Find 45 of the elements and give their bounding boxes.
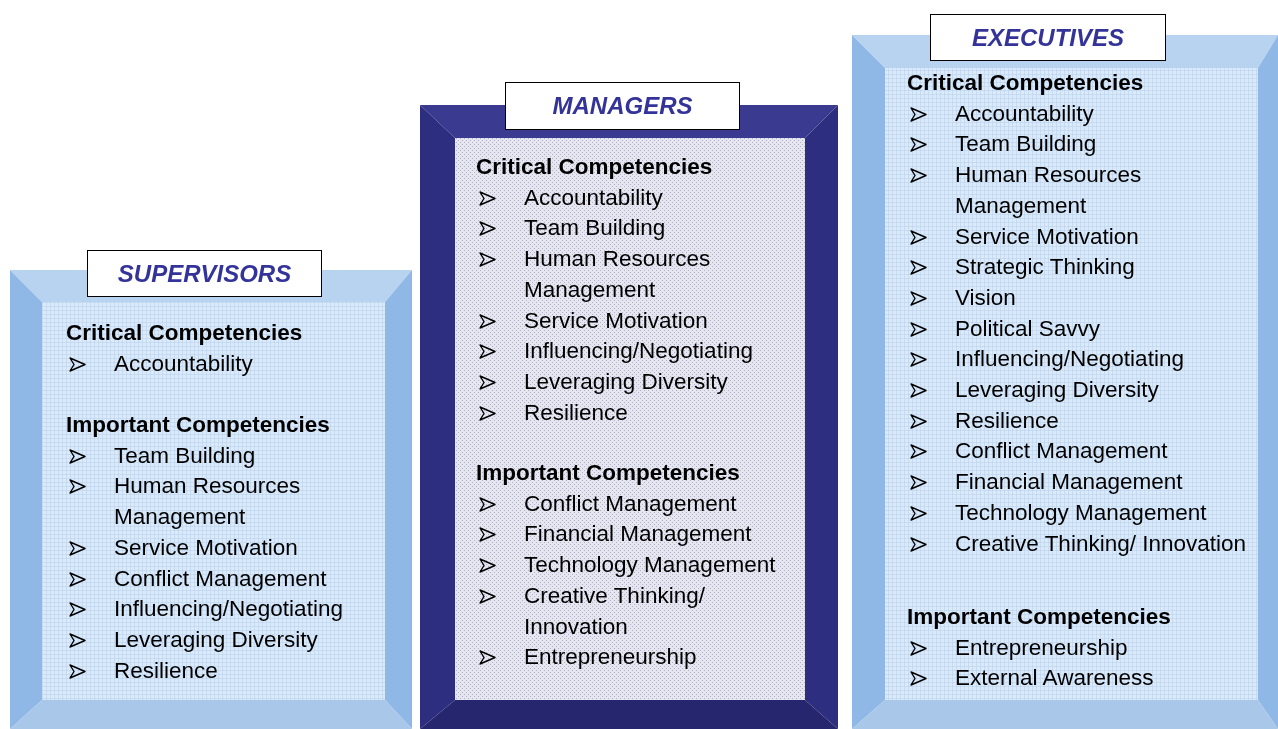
- list-item: Creative Thinking/ Innovation: [524, 582, 705, 639]
- list-item: Strategic Thinking: [955, 254, 1135, 280]
- list-item: Service Motivation: [114, 534, 298, 560]
- section-heading: Important Competencies: [907, 603, 1172, 631]
- list-item: Team Building: [524, 215, 666, 241]
- list-item: External Awareness: [955, 665, 1154, 691]
- section-heading: Critical Competencies: [907, 69, 1145, 97]
- section-heading: Important Competencies: [66, 411, 331, 439]
- list-item: Resilience: [114, 657, 218, 683]
- list-item: Human Resources Management: [524, 246, 711, 302]
- list-item: Accountability: [114, 350, 253, 376]
- list-item: Accountability: [955, 100, 1094, 126]
- section-heading: Critical Competencies: [66, 319, 304, 347]
- list-item: Conflict Management: [114, 565, 327, 591]
- section-heading: Critical Competencies: [476, 153, 714, 181]
- list-item: Creative Thinking/ Innovation: [955, 530, 1246, 556]
- list-item: Service Motivation: [524, 307, 708, 333]
- list-item: Team Building: [955, 131, 1097, 157]
- list-item: Vision: [955, 284, 1016, 310]
- list-item: Political Savvy: [955, 315, 1101, 341]
- list-item: Influencing/Negotiating: [955, 346, 1184, 372]
- pillar-title: SUPERVISORS: [87, 250, 322, 297]
- pillar-title: MANAGERS: [505, 82, 740, 130]
- list-item: Influencing/Negotiating: [114, 596, 343, 622]
- list-item: Leveraging Diversity: [955, 377, 1159, 403]
- list-item: Technology Management: [524, 552, 776, 578]
- list-item: Entrepreneurship: [955, 634, 1128, 660]
- list-item: Conflict Management: [955, 438, 1168, 464]
- list-item: Leveraging Diversity: [524, 368, 728, 394]
- section-heading: Important Competencies: [476, 459, 741, 487]
- list-item: Conflict Management: [524, 490, 737, 516]
- list-item: Human Resources Management: [955, 162, 1142, 218]
- list-item: Influencing/Negotiating: [524, 338, 753, 364]
- list-item: Service Motivation: [955, 223, 1139, 249]
- pillar-title: EXECUTIVES: [930, 14, 1166, 61]
- list-item: Technology Management: [955, 499, 1207, 525]
- list-item: Resilience: [524, 399, 628, 425]
- list-item: Human Resources Management: [114, 473, 301, 530]
- list-item: Entrepreneurship: [524, 644, 697, 670]
- list-item: Team Building: [114, 442, 256, 468]
- list-item: Resilience: [955, 407, 1059, 433]
- list-item: Accountability: [524, 184, 663, 210]
- list-item: Leveraging Diversity: [114, 626, 318, 652]
- list-item: Financial Management: [524, 521, 752, 547]
- list-item: Financial Management: [955, 469, 1183, 495]
